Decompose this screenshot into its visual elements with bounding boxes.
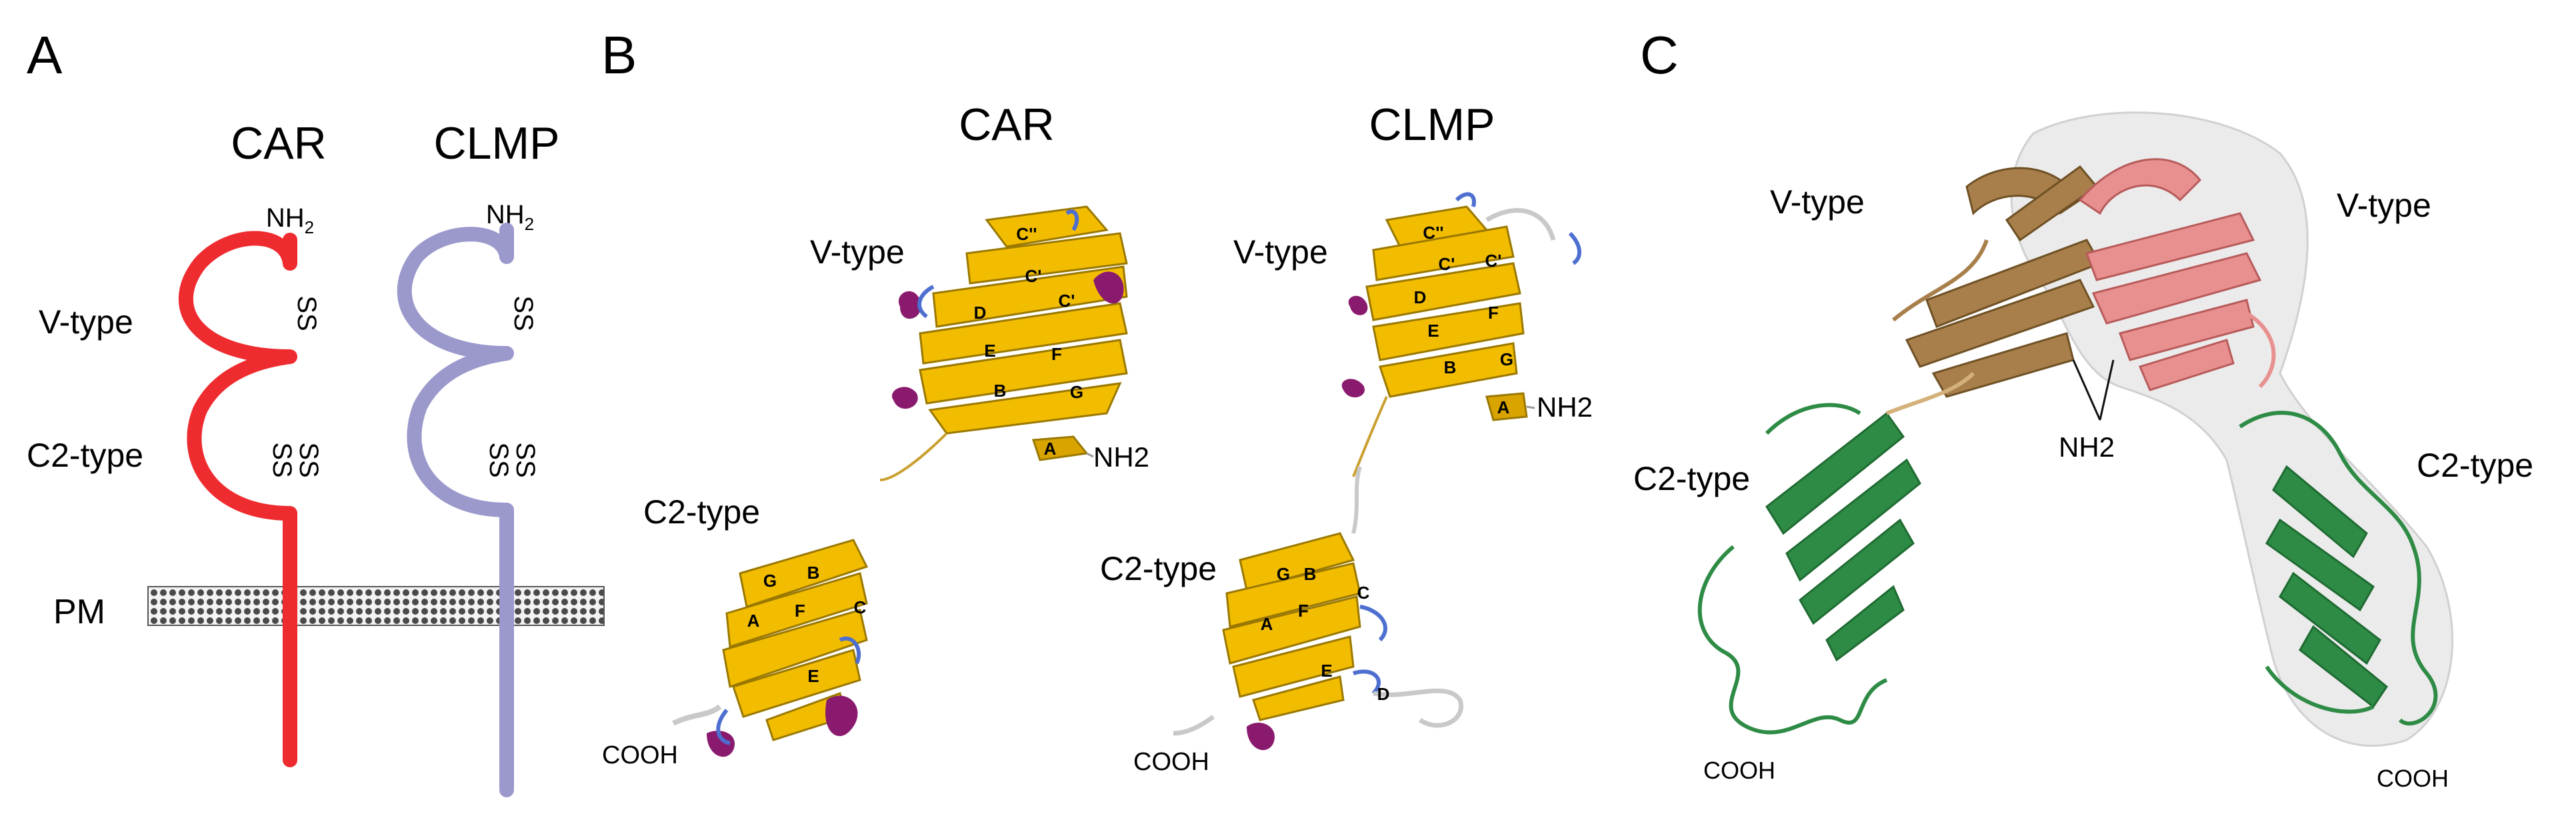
car-strand-label: A bbox=[1044, 439, 1057, 459]
car-nh2-label: NH2 bbox=[1093, 441, 1149, 473]
left-cooh-label: COOH bbox=[1703, 757, 1775, 784]
left-vtype-label: V-type bbox=[1770, 183, 1865, 221]
clmp-c2-strand-labels: G B C A F E D bbox=[1261, 564, 1390, 704]
car-strand-label: A bbox=[747, 611, 760, 631]
car-strand-label: C' bbox=[1059, 291, 1075, 311]
car-strand-label: E bbox=[807, 666, 819, 686]
car-vtype-label: V-type bbox=[810, 233, 905, 271]
clmp-column-title: CLMP bbox=[434, 118, 560, 169]
left-v-domain bbox=[1892, 165, 2102, 398]
clmp-nh2-label: NH2 bbox=[1537, 391, 1593, 423]
panel-b-letter: B bbox=[601, 25, 637, 85]
right-c2type-label: C2-type bbox=[2417, 447, 2533, 484]
right-v-domain bbox=[2078, 158, 2276, 391]
car-column-title: CAR bbox=[231, 118, 327, 169]
vtype-label: V-type bbox=[39, 303, 133, 341]
pm-label: PM bbox=[53, 593, 105, 631]
right-c2-domain bbox=[2239, 411, 2438, 726]
panel-a-letter: A bbox=[27, 25, 63, 85]
car-chain bbox=[178, 231, 297, 767]
car-strand-label: F bbox=[795, 601, 805, 621]
left-c2type-label: C2-type bbox=[1633, 460, 1750, 497]
car-strand-label: C bbox=[854, 597, 867, 617]
nh2-pointer-lines bbox=[2072, 359, 2115, 421]
clmp-strand-label: F bbox=[1298, 601, 1309, 621]
car-strand-label: C'' bbox=[1016, 224, 1037, 244]
right-vtype-label: V-type bbox=[2337, 187, 2431, 224]
car-strand-label: E bbox=[984, 341, 995, 361]
clmp-structure-title: CLMP bbox=[1369, 99, 1495, 150]
car-cooh-label: COOH bbox=[602, 741, 678, 769]
clmp-strand-label: E bbox=[1427, 321, 1439, 341]
clmp-c2-disulfide-a: SS bbox=[484, 442, 513, 477]
car-strand-label: G bbox=[1070, 382, 1083, 402]
clmp-strand-label: D bbox=[1414, 287, 1427, 307]
car-nh2-label: NH2 bbox=[266, 203, 314, 237]
car-strand-label: D bbox=[974, 303, 987, 323]
clmp-strand-label: G bbox=[1500, 349, 1513, 369]
clmp-strand-label: G bbox=[1277, 564, 1290, 584]
clmp-v-strand-labels: C'' C' C' D F E G B A bbox=[1414, 223, 1514, 417]
clmp-structure: CLMP V-type C2-type NH2 COOH bbox=[1100, 99, 1593, 776]
car-strand-label: C' bbox=[1025, 266, 1042, 286]
car-v-domain bbox=[879, 205, 1128, 481]
clmp-cooh-label: COOH bbox=[1133, 748, 1209, 776]
car-structure-title: CAR bbox=[959, 99, 1055, 150]
car-c2-domain bbox=[672, 539, 869, 757]
car-structure: CAR V-type C2-type NH2 COOH bbox=[602, 99, 1149, 769]
clmp-strand-label: F bbox=[1488, 303, 1499, 323]
car-strand-label: G bbox=[763, 571, 777, 591]
clmp-vtype-label: V-type bbox=[1233, 233, 1328, 271]
car-strand-label: B bbox=[994, 381, 1007, 401]
clmp-strand-label: A bbox=[1497, 397, 1510, 417]
car-strand-label: B bbox=[807, 563, 820, 583]
clmp-strand-label: C' bbox=[1485, 251, 1502, 271]
panel-c: C bbox=[1633, 25, 2533, 792]
car-strand-label: F bbox=[1051, 344, 1062, 364]
clmp-strand-label: C'' bbox=[1423, 223, 1443, 243]
clmp-strand-label: E bbox=[1321, 661, 1332, 681]
clmp-c2type-label: C2-type bbox=[1100, 550, 1217, 587]
left-c2-domain bbox=[1697, 371, 1975, 735]
clmp-chain bbox=[397, 223, 514, 797]
c2type-label: C2-type bbox=[27, 437, 143, 474]
clmp-strand-label: B bbox=[1444, 357, 1457, 377]
panel-c-letter: C bbox=[1640, 25, 1679, 85]
car-c2-strand-labels: G B A F C E bbox=[747, 563, 867, 686]
clmp-c2-disulfide-b: SS bbox=[511, 442, 540, 477]
car-c2-disulfide-b: SS bbox=[294, 442, 323, 477]
plasma-membrane bbox=[147, 586, 605, 626]
car-v-strand-labels: C'' C' C' D E F B G A bbox=[974, 224, 1084, 459]
panel-a: A CAR CLMP NH2 NH2 V-type C2-type PM SS … bbox=[27, 25, 605, 797]
car-c2-disulfide-a: SS bbox=[267, 442, 297, 477]
right-cooh-label: COOH bbox=[2377, 765, 2449, 792]
panel-b: B CAR V-type C2-type NH2 COOH bbox=[601, 25, 1593, 776]
car-c2type-label: C2-type bbox=[643, 493, 760, 531]
clmp-strand-label: D bbox=[1377, 684, 1390, 704]
clmp-strand-label: A bbox=[1261, 614, 1273, 634]
nh2-label: NH2 bbox=[2059, 431, 2115, 463]
clmp-v-disulfide: SS bbox=[509, 295, 538, 331]
clmp-strand-label: C' bbox=[1439, 254, 1455, 274]
car-v-disulfide: SS bbox=[292, 295, 321, 331]
clmp-v-domain bbox=[1341, 192, 1581, 477]
clmp-strand-label: C bbox=[1357, 583, 1370, 603]
clmp-strand-label: B bbox=[1304, 564, 1317, 584]
clmp-c2-domain bbox=[1173, 466, 1464, 751]
